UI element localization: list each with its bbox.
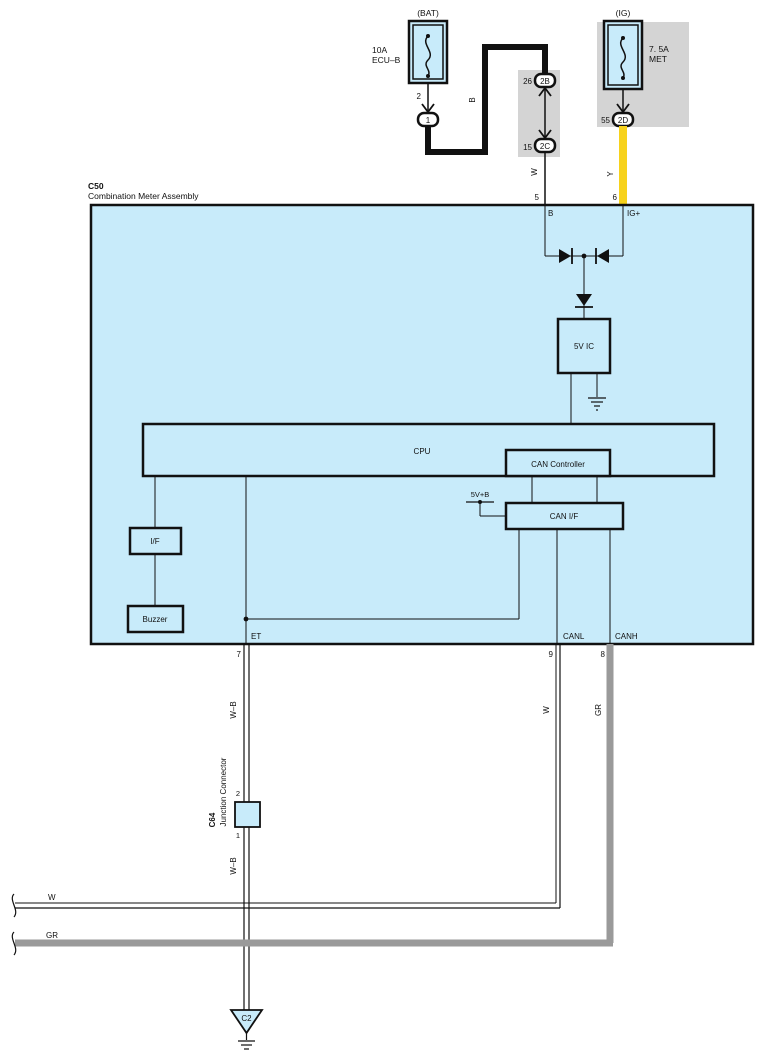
ground-point-label: C2: [241, 1014, 252, 1023]
wire-b: [425, 44, 548, 155]
chassis-ground-icon: [238, 1040, 255, 1050]
can-controller-label: CAN Controller: [531, 460, 585, 469]
connector-2b-label: 2B: [540, 77, 550, 86]
junction-connector: [234, 801, 261, 828]
ground-point: [229, 1009, 264, 1035]
wire-et-color-bottom: W–B: [229, 857, 238, 874]
junction-pin-top: 2: [236, 789, 240, 798]
pin-canh-name: CANH: [615, 632, 638, 641]
diode-b: [559, 249, 571, 263]
ic-block: [556, 317, 612, 375]
connector-1-label: 1: [426, 116, 431, 125]
bat-fuse-box: [407, 19, 449, 85]
pin-ig-name: IG+: [627, 209, 640, 218]
can-controller-block: [504, 448, 612, 478]
ig-fuse-rating: 7. 5A: [649, 44, 669, 54]
supply-label: 5V+B: [471, 490, 490, 499]
pin-b-name: B: [548, 209, 553, 218]
pin-et-name: ET: [251, 632, 261, 641]
break-symbol-gr: [11, 931, 17, 956]
bat-supply-label: (BAT): [417, 8, 439, 18]
pin-canl-name: CANL: [563, 632, 585, 641]
wire-et-color-top: W–B: [229, 701, 238, 718]
connector-2d-pin: 55: [601, 116, 610, 125]
wire-canh-color: GR: [594, 704, 603, 716]
bat-fuse-rating: 10A: [372, 45, 387, 55]
buzzer-block: [126, 604, 185, 634]
bus-w-color: W: [48, 893, 56, 902]
junction-pin-bottom: 1: [236, 831, 240, 840]
connector-1-pin: 2: [417, 92, 422, 101]
wire-canl-color: W: [542, 706, 551, 714]
ig-supply-label: (IG): [616, 8, 631, 18]
ic-block-label: 5V IC: [574, 342, 594, 351]
connector-2b-pin: 26: [523, 77, 532, 86]
can-if-label: CAN I/F: [550, 512, 579, 521]
junction-code: C64: [208, 812, 217, 827]
junction-name: Junction Connector: [219, 757, 228, 826]
connector-2c-label: 2C: [540, 142, 550, 151]
pin-et-number: 7: [237, 650, 242, 659]
diode-main: [576, 294, 592, 306]
pin-canh-number: 8: [601, 650, 606, 659]
assembly-code: C50: [88, 181, 104, 191]
ground-icon: [588, 397, 606, 411]
diode-ig: [597, 249, 609, 263]
can-if-block: [504, 501, 625, 531]
pin-b-number: 5: [535, 193, 540, 202]
ig-fuse-symbol: [620, 37, 626, 79]
pin-ig-number: 6: [613, 193, 618, 202]
wire-b-color: B: [468, 97, 477, 102]
assembly-name: Combination Meter Assembly: [88, 191, 199, 201]
if-block-label: I/F: [150, 537, 159, 546]
buzzer-label: Buzzer: [143, 615, 168, 624]
cpu-block-label: CPU: [414, 447, 431, 456]
connector-2c-pin: 15: [523, 143, 532, 152]
cpu-block: [141, 422, 716, 478]
wire-meter-ig-color: Y: [606, 171, 615, 177]
bus-gr-color: GR: [46, 931, 58, 940]
connector-2d-label: 2D: [618, 116, 628, 125]
ig-fuse-name: MET: [649, 54, 667, 64]
bat-fuse-name: ECU–B: [372, 55, 401, 65]
if-block: [128, 526, 183, 556]
wire-meter-b-color: W: [530, 168, 539, 176]
pin-canl-number: 9: [549, 650, 554, 659]
bat-fuse-symbol: [425, 35, 431, 77]
break-symbol-w: [11, 893, 17, 918]
